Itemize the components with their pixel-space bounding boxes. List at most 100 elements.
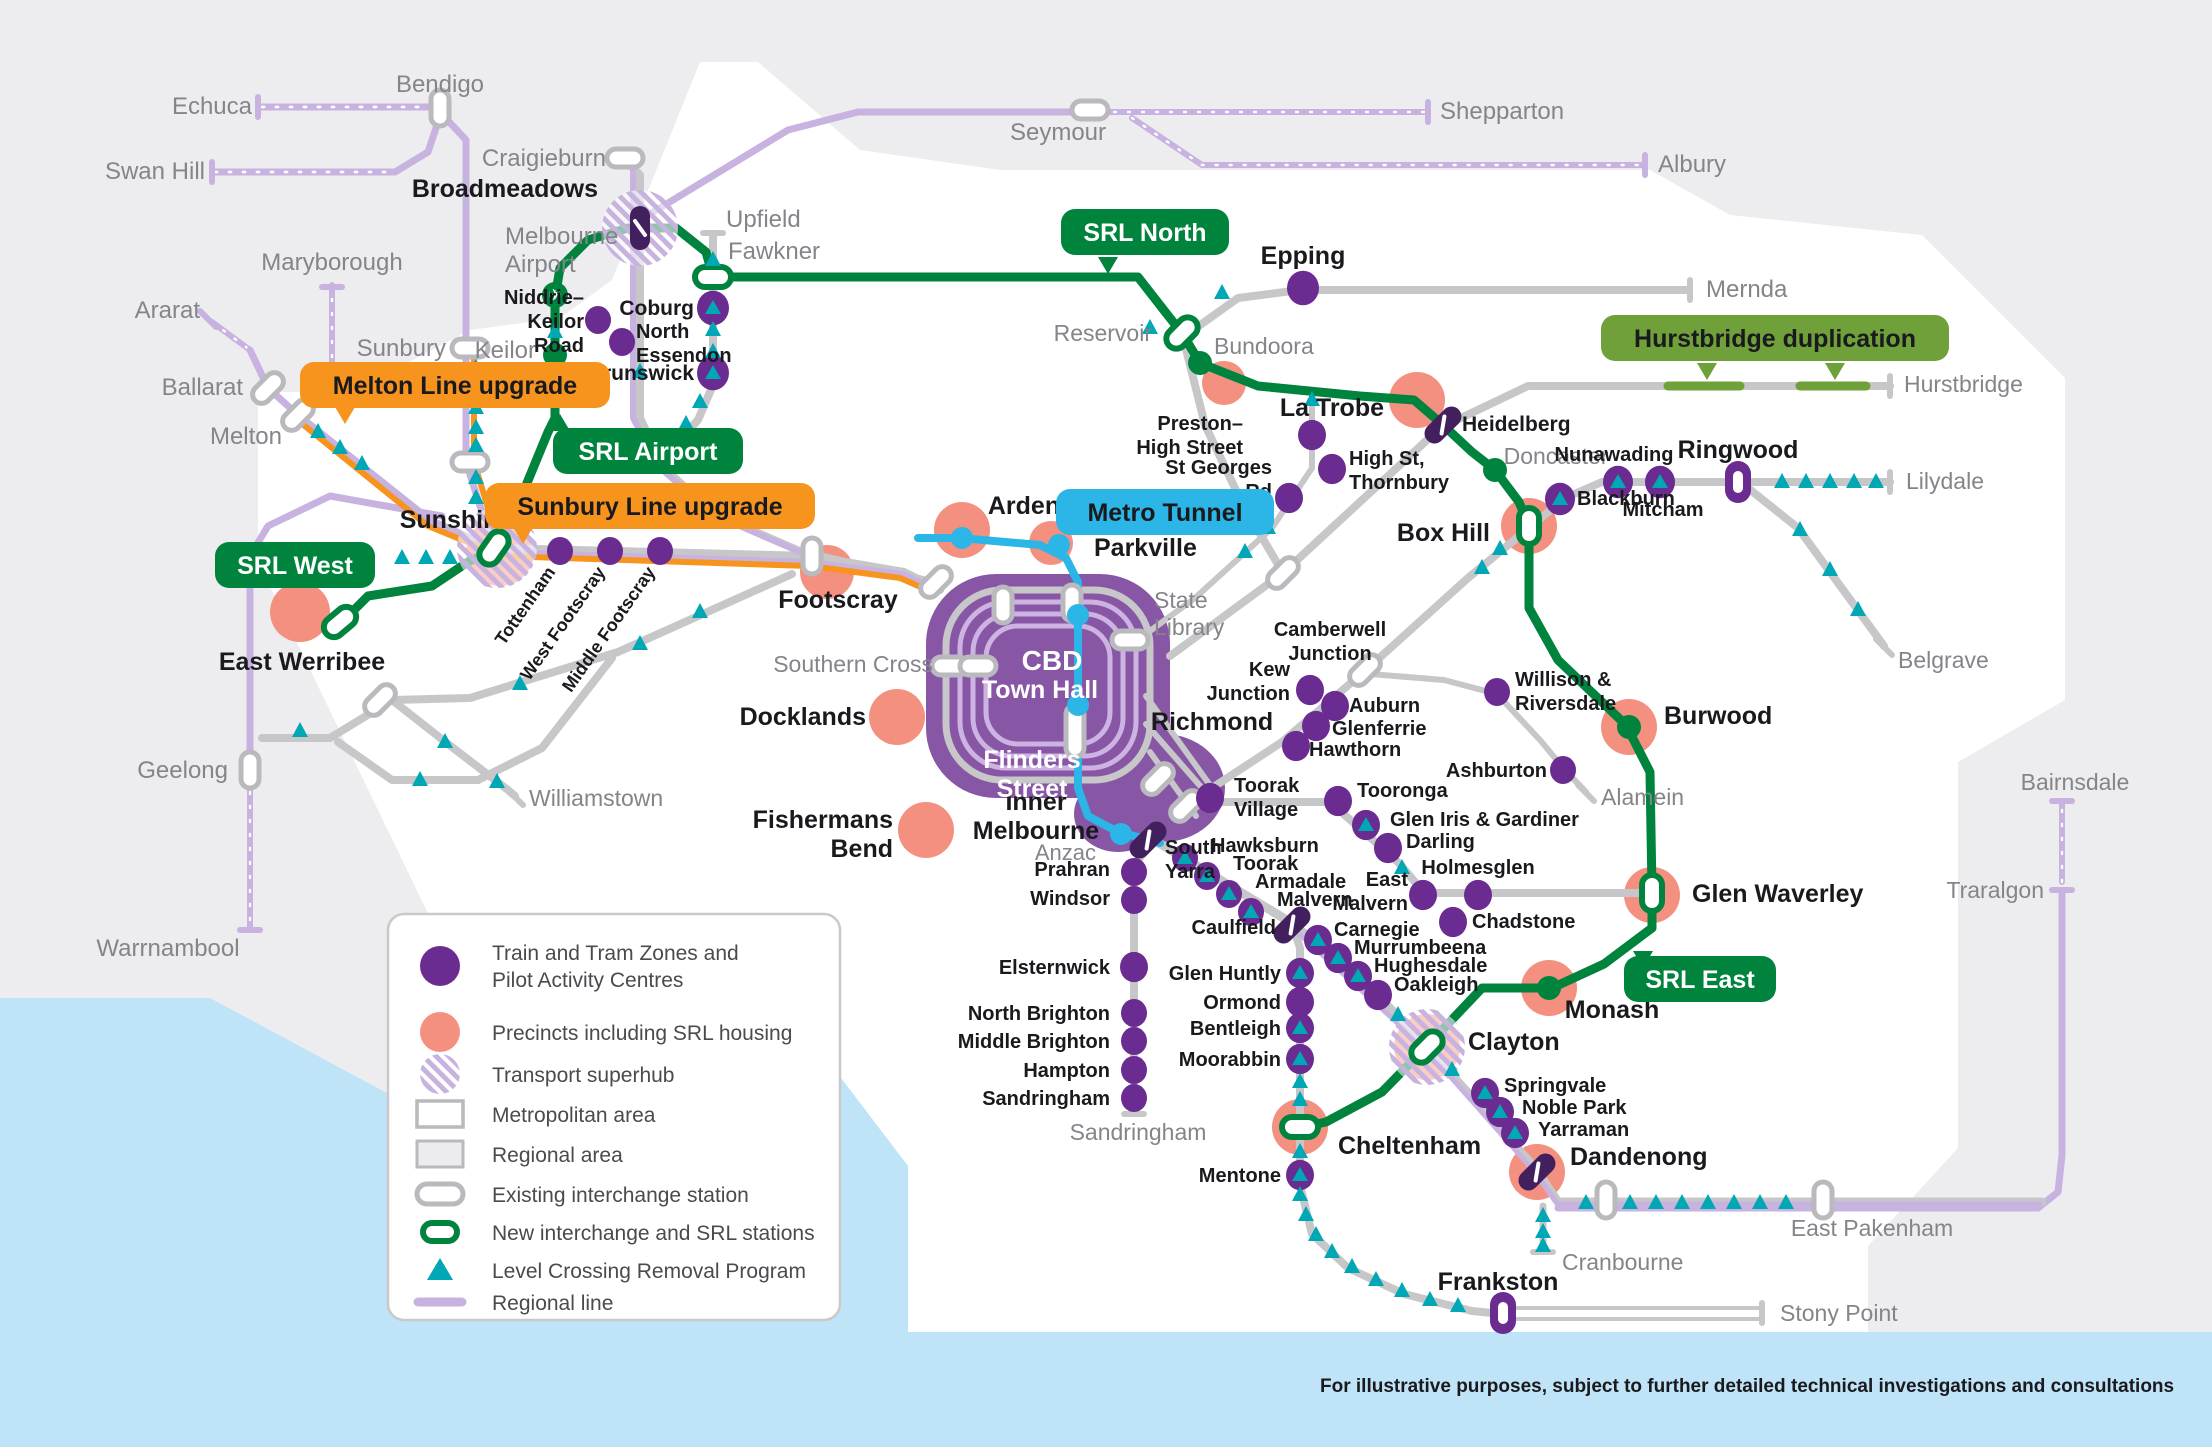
niddrie-keilor-road <box>585 305 611 335</box>
holmesglen <box>1464 879 1492 911</box>
armadale <box>1216 879 1242 909</box>
label-hurstbridge: Hurstbridge <box>1904 371 2023 397</box>
label-auburn: Auburn <box>1349 695 1420 717</box>
lxr-triangle-12 <box>442 549 458 564</box>
legend-item-pill-n: New interchange and SRL stations <box>420 1220 815 1245</box>
lxr-triangle-22 <box>692 603 708 618</box>
clifton-hill <box>1265 555 1301 591</box>
label-williamstown: Williamstown <box>529 785 663 811</box>
town-hall-station <box>1067 694 1089 716</box>
arden-station <box>951 527 973 549</box>
label-broadmeadows: Broadmeadows <box>412 175 598 203</box>
legend-label: Transport superhub <box>492 1064 675 1087</box>
lxr-triangle-56 <box>1450 1297 1466 1312</box>
stations: ✈ <box>238 87 1835 1334</box>
label-sandringham: Sandringham <box>1070 1119 1207 1145</box>
middle-footscray <box>647 536 673 566</box>
flagstaff <box>991 584 1015 626</box>
label-town-hall: Town Hall <box>982 676 1098 704</box>
mitcham <box>1645 465 1675 499</box>
melbourne-airport-station: ✈ <box>542 282 568 308</box>
toorak <box>1194 861 1220 891</box>
lxr-triangle-47 <box>1292 1143 1308 1158</box>
label-footscray: Footscray <box>778 586 898 614</box>
label-darling: Darling <box>1406 831 1475 853</box>
label-richmond: Richmond <box>1151 708 1273 736</box>
lxr-triangle-4 <box>468 437 484 452</box>
legend-label: Regional area <box>492 1144 623 1167</box>
prahran <box>1121 857 1147 887</box>
label-ballarat: Ballarat <box>162 374 244 401</box>
lxr-triangle-3 <box>468 419 484 434</box>
label-preston: Preston–High Street <box>1136 413 1243 459</box>
middle-brighton <box>1121 1026 1147 1056</box>
heidelberg-station <box>1424 406 1462 444</box>
badge-pointer-5 <box>1697 363 1717 380</box>
superhub-icon <box>420 1054 460 1094</box>
lxr-triangle-32 <box>1304 391 1320 406</box>
coburg <box>697 290 729 326</box>
label-bentleigh: Bentleigh <box>1190 1018 1281 1040</box>
label-east-werribee: East Werribee <box>219 648 385 676</box>
label-alamein: Alamein <box>1601 784 1684 810</box>
airport-icon: ✈ <box>548 288 561 305</box>
label-fawkner: Fawkner <box>728 238 820 265</box>
label-mentone: Mentone <box>1199 1165 1281 1187</box>
parkville-station <box>1048 534 1070 556</box>
label-carnegie: Carnegie <box>1334 919 1420 941</box>
melton-line-upgrade-badge: Melton Line upgrade <box>300 362 610 408</box>
bendigo <box>428 87 452 129</box>
seymour <box>1069 98 1111 122</box>
srl-north-badge: SRL North <box>1061 209 1229 255</box>
lxr-triangle-31 <box>1237 543 1253 558</box>
terminus-cap-16 <box>504 786 526 808</box>
lxr-triangle-49 <box>1298 1206 1314 1221</box>
lxr-triangle-50 <box>1308 1226 1324 1241</box>
lxr-triangle-53 <box>1368 1271 1384 1286</box>
label-melton: Melton <box>210 423 282 450</box>
lxr-triangle-63 <box>1674 1194 1690 1209</box>
srl-west-badge: SRL West <box>215 542 375 588</box>
srl-airport-badge: SRL Airport <box>553 428 743 474</box>
brunswick <box>697 355 729 391</box>
mentone <box>1286 1159 1314 1191</box>
label-ormond: Ormond <box>1203 992 1281 1014</box>
dandenong-station <box>1518 1153 1556 1191</box>
lxr-triangle-48 <box>1292 1186 1308 1201</box>
label-tooronga: Tooronga <box>1357 780 1449 802</box>
east-werribee-srl <box>320 603 360 641</box>
frankston-station <box>1490 1292 1516 1334</box>
label-hampton: Hampton <box>1023 1060 1110 1082</box>
label-glen-iris-gardiner: Glen Iris & Gardiner <box>1390 809 1579 831</box>
sunbury <box>449 336 491 360</box>
clayton-srl <box>1408 1028 1446 1066</box>
ashburton <box>1550 755 1576 785</box>
label-albury: Albury <box>1658 151 1726 178</box>
lxr-triangle-64 <box>1700 1194 1716 1209</box>
label-ringwood: Ringwood <box>1678 436 1799 464</box>
lxr-triangle-41 <box>1792 521 1808 536</box>
carnegie <box>1304 924 1332 956</box>
st-georges-rd <box>1275 482 1303 514</box>
label-blackburn: Blackburn <box>1577 488 1675 510</box>
label-noble-park: Noble Park <box>1522 1097 1627 1119</box>
lxr-triangle-30 <box>1142 319 1158 334</box>
lxr-triangle-26 <box>489 773 505 788</box>
lxr-triangle-9 <box>354 455 370 470</box>
srl-east-badge-label: SRL East <box>1645 966 1755 994</box>
badge-pointer-3 <box>1098 257 1118 274</box>
lxr-triangle-42 <box>1822 561 1838 576</box>
preston-high-street <box>1298 419 1326 451</box>
level-crossing-icon <box>427 1258 453 1280</box>
lxr-triangle-65 <box>1726 1194 1742 1209</box>
mernda-line <box>1178 286 1692 342</box>
lxr-triangle-58 <box>1535 1223 1551 1238</box>
